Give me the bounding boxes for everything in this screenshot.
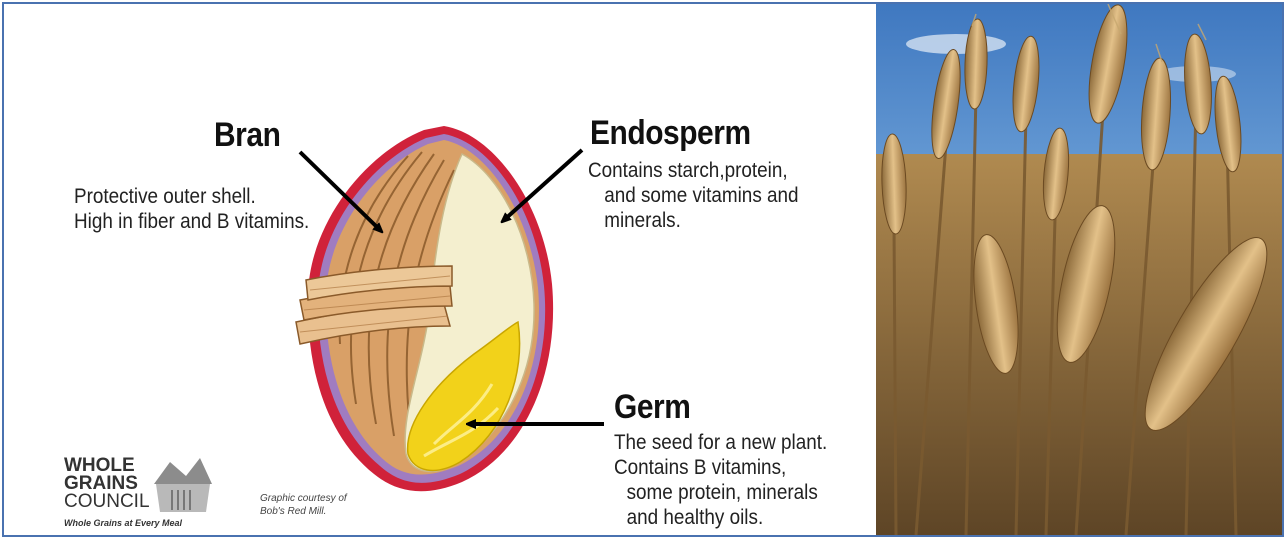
wheat-photo — [876, 4, 1282, 535]
bran-heading: Bran — [214, 116, 280, 155]
bran-description-line: High in fiber and B vitamins. — [74, 209, 309, 234]
whole-grains-council-logo: WHOLE GRAINS COUNCIL Whole Grains at Eve… — [64, 456, 224, 536]
germ-description-line: The seed for a new plant. — [614, 430, 827, 455]
logo-tagline: Whole Grains at Every Meal — [64, 514, 182, 533]
wheat-field-photo — [876, 4, 1282, 535]
logo-line-council: COUNCIL — [64, 492, 150, 511]
endosperm-description-line: Contains starch,protein, — [588, 158, 799, 183]
endosperm-description: Contains starch,protein, and some vitami… — [588, 158, 799, 233]
germ-description-line: Contains B vitamins, — [614, 455, 827, 480]
graphic-credit: Graphic courtesy of Bob's Red Mill. — [260, 492, 347, 518]
endosperm-description-line: and some vitamins and — [588, 183, 799, 208]
germ-description-line: some protein, minerals — [614, 480, 827, 505]
credit-line: Bob's Red Mill. — [260, 505, 347, 518]
endosperm-description-line: minerals. — [588, 208, 799, 233]
kernel-diagram-panel: Bran Protective outer shell. High in fib… — [4, 4, 876, 535]
germ-heading: Germ — [614, 388, 690, 427]
bran-description: Protective outer shell. High in fiber an… — [74, 184, 309, 234]
bran-description-line: Protective outer shell. — [74, 184, 309, 209]
endosperm-heading: Endosperm — [590, 114, 751, 153]
germ-description: The seed for a new plant. Contains B vit… — [614, 430, 827, 530]
credit-line: Graphic courtesy of — [260, 492, 347, 505]
whole-grain-stamp-icon — [150, 456, 214, 514]
germ-description-line: and healthy oils. — [614, 505, 827, 530]
